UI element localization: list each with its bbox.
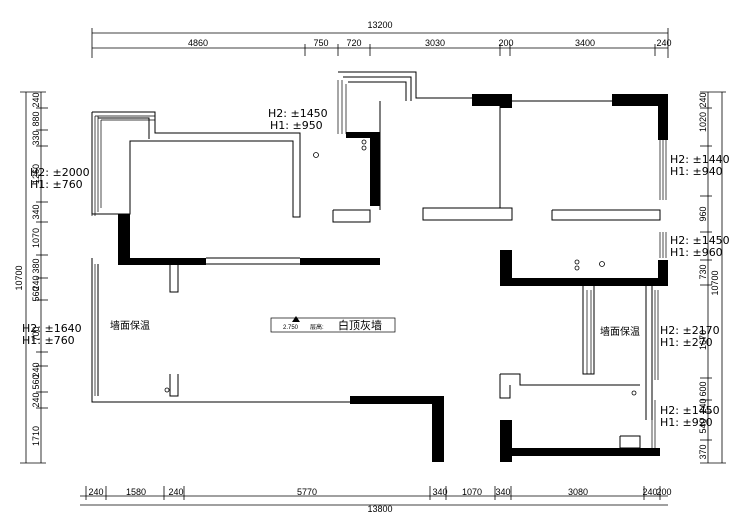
bottom-dim-segment: 1070 [462, 487, 482, 497]
left-dim-segment: 240 [31, 362, 41, 377]
pipe-icon [361, 145, 367, 151]
right-dim-segment: 240 [698, 398, 708, 413]
window-note-h1: H1: ±760 [30, 178, 83, 191]
window-note-h1: H1: ±950 [270, 119, 323, 132]
right-dim-segment: 600 [698, 381, 708, 396]
bottom-dimension-chain: 240 1580 240 5770 340 1070 340 3080 240 … [80, 486, 672, 513]
ceiling-height-tag: 2.750 层高: 白顶灰墙 [270, 316, 396, 333]
floor-drain-icon [599, 261, 605, 267]
top-dim-segment: 200 [498, 38, 513, 48]
left-dim-segment: 330 [31, 130, 41, 145]
top-dim-segment: 3030 [425, 38, 445, 48]
right-dim-segment: 730 [698, 264, 708, 279]
right-total-dimension: 10700 [710, 270, 720, 295]
floor-drain-icon [313, 152, 319, 158]
bottom-dim-segment: 340 [495, 487, 510, 497]
pipe-icon [631, 390, 637, 396]
top-dim-segment: 750 [313, 38, 328, 48]
window-note-h2: H2: ±2000 [30, 166, 90, 179]
bottom-dim-segment: 240 [642, 487, 657, 497]
left-dim-segment: 240 [31, 92, 41, 107]
ceiling-note: 白顶灰墙 [338, 318, 382, 332]
left-dim-segment: 560 [31, 374, 41, 389]
wall-segment [300, 258, 380, 265]
wall-segment [350, 396, 440, 404]
right-dim-segment: 540 [698, 418, 708, 433]
window-note-h1: H1: ±760 [22, 334, 75, 347]
window-frames [91, 80, 667, 448]
bottom-dim-segment: 3080 [568, 487, 588, 497]
wall-segment [118, 258, 206, 265]
bottom-dim-segment: 240 [168, 487, 183, 497]
pipe-icon [574, 259, 580, 265]
level-marker-icon [292, 316, 300, 322]
wall-segment [500, 250, 512, 286]
window-note-h1: H1: ±270 [660, 336, 713, 349]
wall-insulation-label: 墙面保温 [600, 325, 640, 338]
solid-walls [118, 94, 668, 462]
right-dim-segment: 1670 [698, 330, 708, 350]
wall-segment [658, 260, 668, 286]
ceiling-height-value: 2.750 [283, 325, 299, 331]
top-dim-segment: 240 [656, 38, 671, 48]
pipe-icon [361, 139, 367, 145]
wall-segment [500, 94, 512, 108]
top-dim-segment: 720 [346, 38, 361, 48]
top-dimension-chain: 13200 4860 750 720 3030 200 3400 240 [91, 20, 672, 58]
window-note-h1: H1: ±920 [660, 416, 713, 429]
wall-segment [118, 214, 130, 264]
window-note-h2: H2: ±1450 [268, 107, 328, 120]
left-dim-segment: 1070 [31, 228, 41, 248]
wall-segment [658, 94, 668, 140]
wall-segment [500, 278, 668, 286]
wall-segment [432, 396, 444, 462]
right-dim-segment: 370 [698, 444, 708, 459]
pipe-icon [574, 265, 580, 271]
window-note-h1: H1: ±960 [670, 246, 723, 259]
bottom-dim-segment: 200 [656, 487, 671, 497]
bottom-total-dimension: 13800 [367, 504, 392, 513]
bottom-dim-segment: 340 [432, 487, 447, 497]
top-dim-segment: 4860 [188, 38, 208, 48]
bottom-dim-segment: 240 [88, 487, 103, 497]
wall-segment [500, 448, 660, 456]
window-note-h1: H1: ±940 [670, 165, 723, 178]
left-dim-segment: 1710 [31, 426, 41, 446]
wall-segment [370, 134, 380, 206]
right-dim-segment: 1020 [698, 112, 708, 132]
left-dim-segment: 880 [31, 111, 41, 126]
left-dim-segment: 380 [31, 258, 41, 273]
right-dimension-chain: 10700 240 1020 960 730 1670 600 240 540 … [698, 91, 726, 464]
bottom-dim-segment: 5770 [297, 487, 317, 497]
wall-insulation-label: 墙面保温 [110, 319, 150, 332]
left-dim-segment: 560 [31, 286, 41, 301]
window-note-h2: H2: ±1450 [670, 234, 730, 247]
room-labels: 墙面保温 墙面保温 2.750 层高: 白顶灰墙 [110, 316, 640, 338]
top-total-dimension: 13200 [367, 20, 392, 30]
window-note-h2: H2: ±2170 [660, 324, 720, 337]
wall-outlines [91, 71, 661, 449]
bottom-dim-segment: 1580 [126, 487, 146, 497]
window-note-h2: H2: ±1450 [660, 404, 720, 417]
left-dim-segment: 240 [31, 392, 41, 407]
window-note-h2: H2: ±1440 [670, 153, 730, 166]
left-total-dimension: 10700 [14, 265, 24, 290]
left-dim-segment: 1260 [31, 164, 41, 184]
right-dim-segment: 240 [698, 92, 708, 107]
left-dim-segment: 700 [31, 326, 41, 341]
pipe-icon [164, 387, 170, 393]
right-dim-segment: 960 [698, 206, 708, 221]
left-dimension-chain: 10700 240 880 330 1260 340 1070 380 240 … [14, 91, 48, 464]
top-dim-segment: 3400 [575, 38, 595, 48]
window-height-notes: H2: ±1450 H1: ±950 H2: ±2000 H1: ±760 H2… [22, 107, 730, 429]
window-note-h2: H2: ±1640 [22, 322, 82, 335]
left-dim-segment: 340 [31, 204, 41, 219]
fixture-symbols [164, 139, 637, 396]
wall-segment [612, 94, 668, 106]
wall-segment [346, 132, 380, 138]
left-dim-segment: 240 [31, 275, 41, 290]
ceiling-height-label: 层高: [310, 323, 324, 331]
